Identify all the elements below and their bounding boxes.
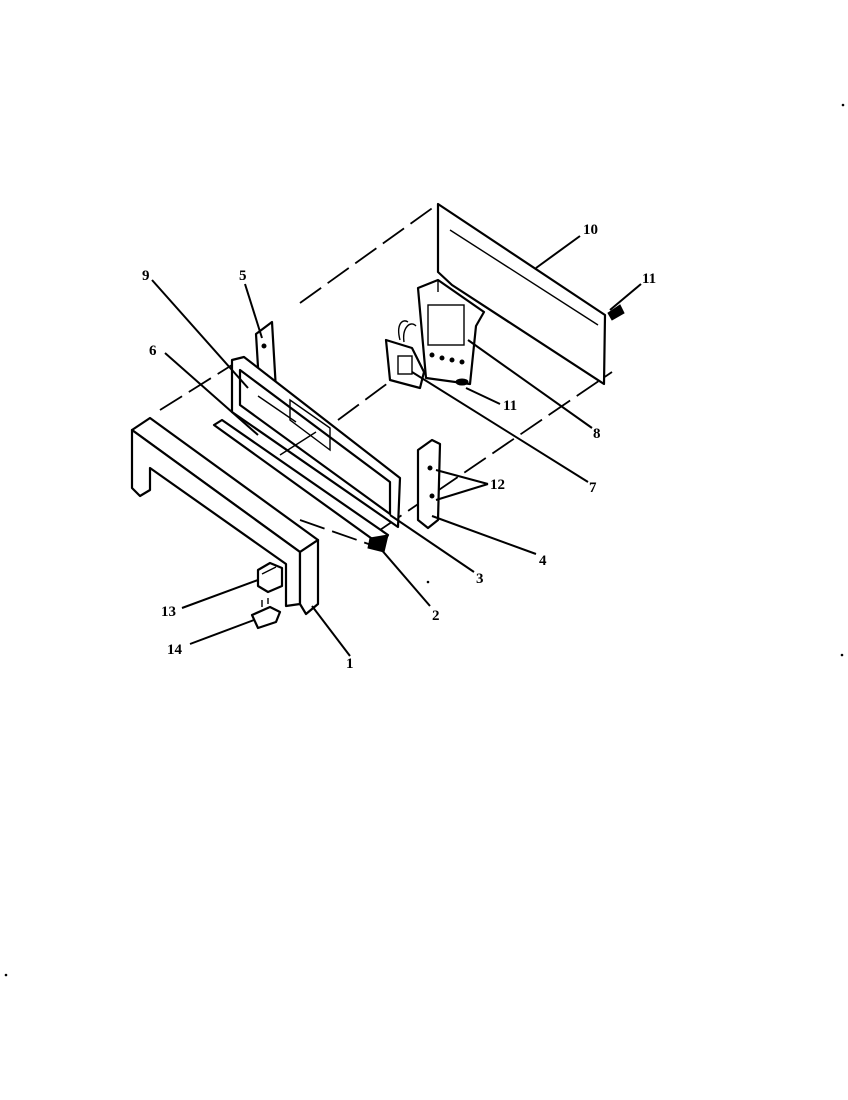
callout-9: 9	[142, 268, 150, 284]
wire-bracket	[384, 320, 426, 390]
control-panel-frame	[230, 355, 402, 529]
rear-panel	[436, 202, 607, 386]
callout-8: 8	[593, 426, 601, 442]
callout-11-top: 11	[642, 271, 656, 287]
callout-7: 7	[589, 480, 597, 496]
callout-4: 4	[539, 553, 547, 569]
callout-6: 6	[149, 343, 157, 359]
callout-1: 1	[346, 656, 354, 672]
callout-3: 3	[476, 571, 484, 587]
right-end-bracket	[416, 438, 442, 530]
leader-lines	[151, 235, 642, 657]
callout-2: 2	[432, 608, 440, 624]
relay-switch	[256, 561, 284, 594]
callout-12: 12	[490, 477, 505, 493]
callout-14: 14	[167, 642, 183, 658]
callout-5: 5	[239, 268, 247, 284]
terminal-block	[250, 598, 282, 630]
screw-top	[607, 304, 625, 321]
control-box	[416, 278, 486, 386]
callout-13: 13	[161, 604, 176, 620]
callout-10: 10	[583, 222, 598, 238]
scan-specks	[4, 103, 845, 977]
callout-labels: 1 2 3 4 5 6 7 8 9 10 11 11 12 13 14	[142, 222, 656, 672]
backguard-cover	[130, 416, 320, 616]
shaft-bar	[212, 418, 390, 553]
callout-11-mid: 11	[503, 398, 517, 414]
